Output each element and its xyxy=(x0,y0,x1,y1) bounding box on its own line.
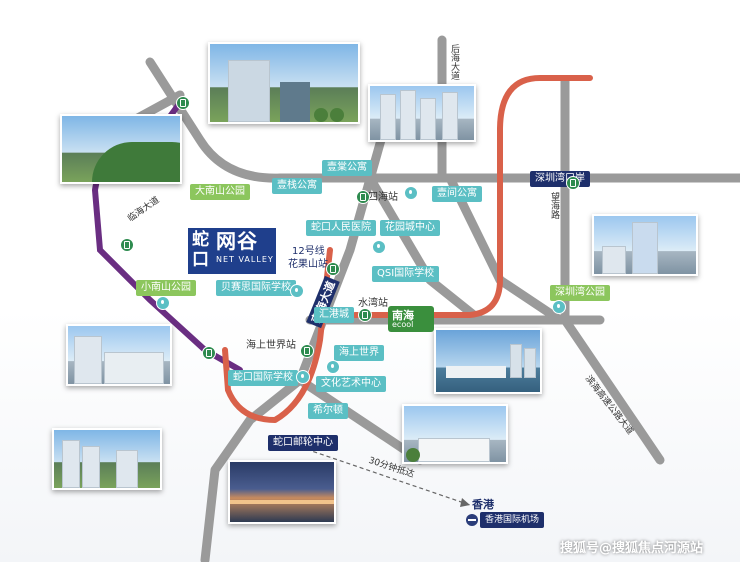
label-sea-world-station: 海上世界站 xyxy=(246,340,296,351)
label-shekou-intl-school[interactable]: 蛇口国际学校 xyxy=(228,370,298,386)
label-xiaonan-mountain-park[interactable]: 小南山公园 xyxy=(136,280,196,296)
photo-mall xyxy=(66,324,172,386)
metro-station-icon xyxy=(120,238,134,252)
label-hk-airport[interactable]: 香港国际机场 xyxy=(480,512,545,528)
label-shenzhen-bay-port[interactable]: 深圳湾口岸 xyxy=(530,171,590,187)
location-pin-icon xyxy=(156,296,170,310)
location-pin-icon xyxy=(290,284,304,298)
label-yitang-apartment[interactable]: 壹棠公寓 xyxy=(322,160,372,176)
nanhai-ecool-sign[interactable]: 南海 ecool xyxy=(388,306,434,332)
label-qsi-school[interactable]: QSI国际学校 xyxy=(372,266,440,282)
label-sea-world[interactable]: 海上世界 xyxy=(334,345,384,361)
photo-harbor-night xyxy=(228,460,336,524)
label-basis-school[interactable]: 贝赛思国际学校 xyxy=(216,280,296,296)
label-sihai-station: 四海站 xyxy=(368,192,398,203)
metro-station-icon xyxy=(566,176,580,190)
airport-plane-icon xyxy=(466,514,478,526)
metro-red-line xyxy=(222,75,593,423)
label-shenzhen-bay-park[interactable]: 深圳湾公园 xyxy=(550,285,610,301)
label-danan-mountain-park[interactable]: 大南山公园 xyxy=(190,184,250,200)
label-huigang-city[interactable]: 汇港城 xyxy=(314,307,354,323)
photo-shenzhen-bay-tower xyxy=(592,214,698,276)
logo-subtitle: NET VALLEY xyxy=(216,255,274,264)
location-pin-icon xyxy=(372,240,386,254)
metro-station-icon xyxy=(326,262,340,276)
location-pin-icon xyxy=(404,186,418,200)
photo-art-center xyxy=(402,404,508,464)
metro-station-icon xyxy=(176,96,190,110)
road-label-wanghai: 望海路 xyxy=(549,192,559,219)
location-pin-icon xyxy=(296,370,310,384)
metro-station-icon xyxy=(358,308,372,322)
photo-sea-world-ship xyxy=(434,328,542,394)
label-culture-art-center[interactable]: 文化艺术中心 xyxy=(316,376,386,392)
huaguoshan-station-label: 花果山站 xyxy=(288,259,328,270)
ferry-arrow xyxy=(460,498,470,507)
road-label-houhai: 后海大道 xyxy=(449,44,459,80)
label-yijian-apartment[interactable]: 壹间公寓 xyxy=(432,186,482,202)
label-shekou-cruise-center[interactable]: 蛇口邮轮中心 xyxy=(268,435,338,451)
label-shekou-hospital[interactable]: 蛇口人民医院 xyxy=(306,220,376,236)
label-garden-city[interactable]: 花园城中心 xyxy=(380,220,440,236)
label-yizhan-apartment[interactable]: 壹栈公寓 xyxy=(272,178,322,194)
road-upper-arc xyxy=(145,57,740,183)
label-hong-kong: 香港 xyxy=(472,498,494,511)
metro-station-icon xyxy=(356,190,370,204)
logo-brand: 网谷 xyxy=(216,229,258,253)
location-pin-icon xyxy=(326,360,340,374)
photo-shekou-towers xyxy=(52,428,162,490)
ferry-route xyxy=(299,446,471,506)
metro-line-12-label: 12号线 xyxy=(292,246,325,257)
logo-shekou: 蛇口 xyxy=(192,230,209,270)
ecool-brand: ecool xyxy=(392,320,414,329)
photo-office-building xyxy=(208,42,360,124)
watermark-text: 搜狐号@搜狐焦点河源站 xyxy=(560,541,704,556)
ecool-name: 南海 xyxy=(392,309,414,322)
metro-station-icon xyxy=(300,344,314,358)
road-lower-diag xyxy=(295,375,425,465)
location-pin-icon xyxy=(552,300,566,314)
label-hilton[interactable]: 希尔顿 xyxy=(308,403,348,419)
photo-mountain-park xyxy=(60,114,182,184)
net-valley-logo: 蛇口 网谷 NET VALLEY xyxy=(188,228,276,274)
road-expressway xyxy=(560,315,665,465)
label-shuiwan-station: 水湾站 xyxy=(358,298,388,309)
photo-residential-towers xyxy=(368,84,476,142)
metro-station-icon xyxy=(202,346,216,360)
